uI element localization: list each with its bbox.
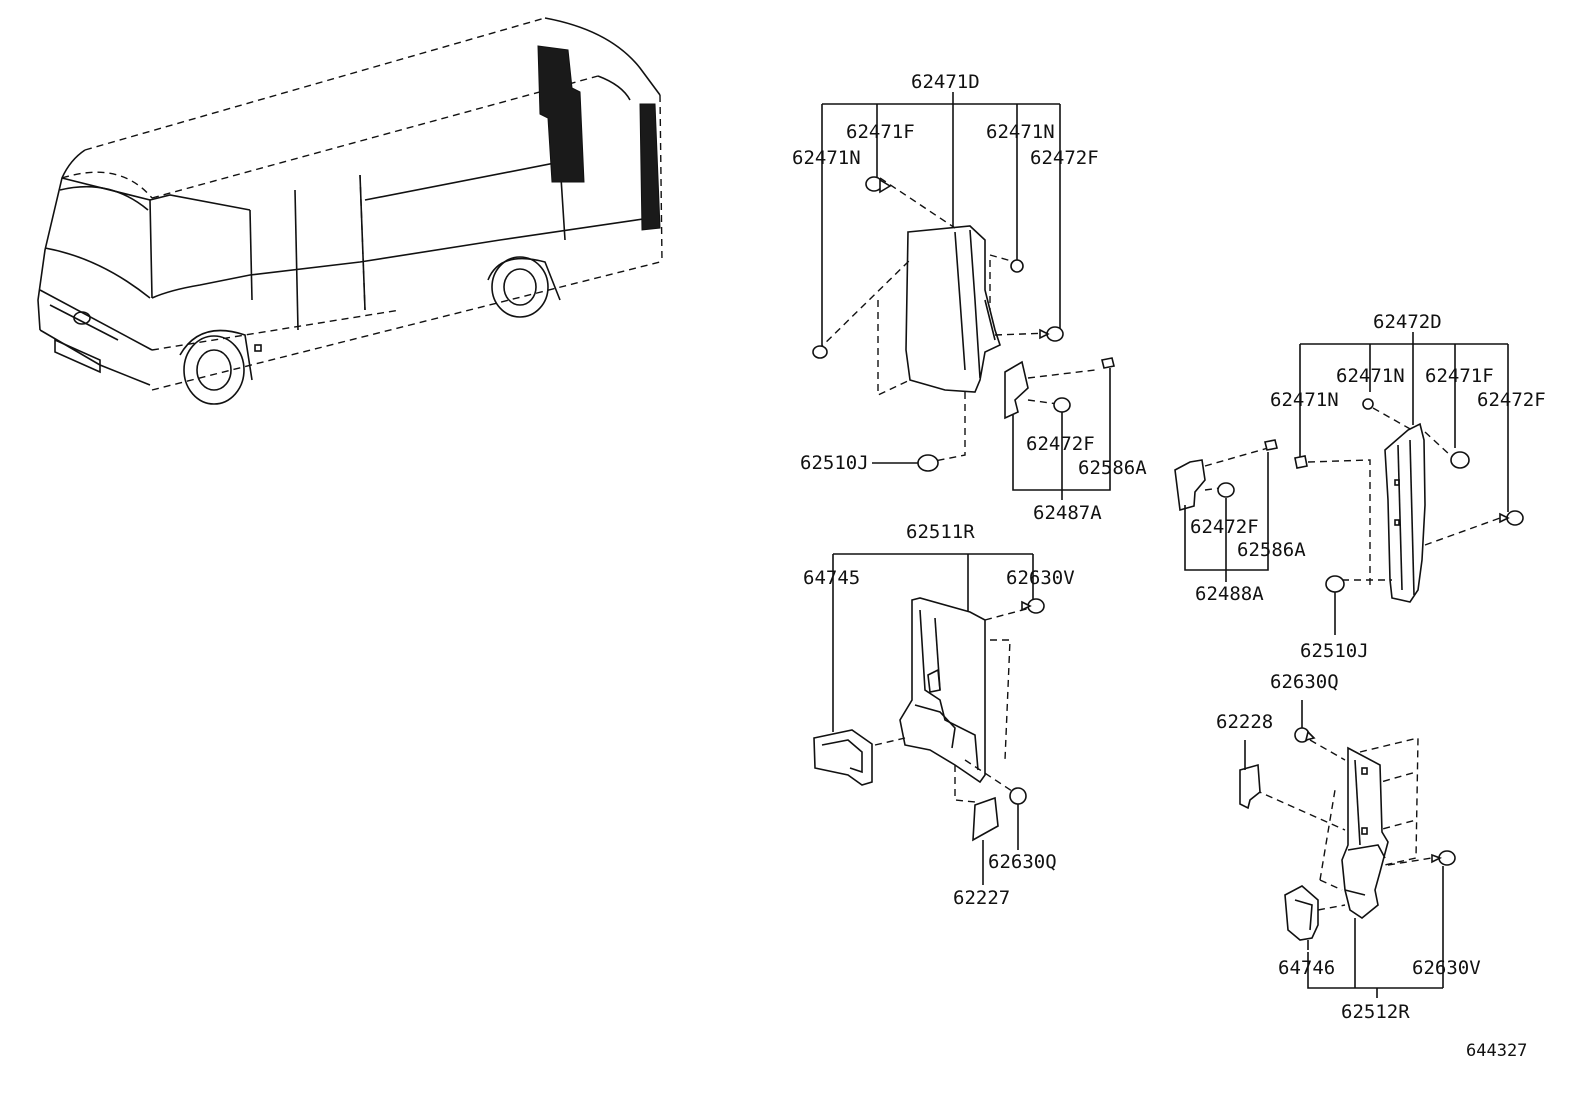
clip-62472F-a	[1039, 326, 1064, 342]
clip-62586A-a	[1101, 357, 1115, 369]
clip-62630V-b	[1431, 850, 1456, 866]
label-62472F-a: 62472F	[1030, 147, 1099, 169]
clip-cover-62488A	[1174, 459, 1206, 512]
label-62472F-b: 62472F	[1026, 433, 1095, 455]
quarter-trim-62512R	[1341, 746, 1389, 919]
clip-62472F-d	[1217, 482, 1235, 498]
clip-cover-62487A	[1004, 360, 1029, 420]
label-62471N-a: 62471N	[986, 121, 1055, 143]
pillar-trim-highlight-1	[537, 45, 585, 183]
label-62472F-c: 62472F	[1477, 389, 1546, 411]
label-62471N-d: 62471N	[1270, 389, 1339, 411]
label-62472D: 62472D	[1373, 311, 1442, 333]
group-62471D	[812, 92, 1115, 500]
label-62630V-a: 62630V	[1006, 567, 1075, 589]
vehicle-illustration	[37, 17, 663, 405]
label-62487A: 62487A	[1033, 502, 1102, 524]
label-62510J-a: 62510J	[800, 452, 869, 474]
part-labels: 62471D 62471F 62471N 62471N 62472F 62472…	[792, 71, 1546, 1061]
pillar-garnish-62471D	[905, 225, 1001, 393]
clip-62471N-d	[1294, 455, 1308, 469]
pillar-garnish-62472D	[1384, 422, 1426, 603]
clip-62586A-b	[1264, 439, 1278, 451]
label-62228: 62228	[1216, 711, 1273, 733]
label-62488A: 62488A	[1195, 583, 1264, 605]
clip-62471N-a	[812, 345, 828, 359]
label-64746: 64746	[1278, 957, 1335, 979]
group-62511R	[813, 553, 1045, 885]
cover-64745	[813, 729, 873, 786]
clip-62630V-a	[1021, 598, 1045, 614]
quarter-trim-62511R	[899, 597, 986, 784]
label-62471F-b: 62471F	[1425, 365, 1494, 387]
cover-64746	[1284, 885, 1319, 941]
clip-62472F-b	[1053, 397, 1071, 413]
label-62586A-a: 62586A	[1078, 457, 1147, 479]
clip-62471N-b	[1010, 259, 1024, 273]
label-62630Q-b: 62630Q	[1270, 671, 1339, 693]
label-62471F-a: 62471F	[846, 121, 915, 143]
label-62630Q-a: 62630Q	[988, 851, 1057, 873]
label-62586A-b: 62586A	[1237, 539, 1306, 561]
label-62227: 62227	[953, 887, 1010, 909]
bracket-62227	[972, 796, 999, 842]
pillar-trim-highlight-2	[639, 103, 661, 231]
label-62471N-c: 62471N	[1336, 365, 1405, 387]
label-62472F-d: 62472F	[1190, 516, 1259, 538]
group-62512R	[1239, 700, 1456, 998]
clip-62471F-a	[865, 176, 892, 194]
bracket-62228	[1239, 763, 1261, 810]
clip-62630Q-a	[1009, 787, 1027, 805]
label-62471N-b: 62471N	[792, 147, 861, 169]
label-62511R: 62511R	[906, 521, 975, 543]
label-62471D: 62471D	[911, 71, 980, 93]
label-62630V-b: 62630V	[1412, 957, 1481, 979]
clip-62471F-b	[1450, 451, 1470, 469]
plug-62510J-a	[872, 454, 939, 472]
group-62472D	[1174, 332, 1524, 635]
label-64745: 64745	[803, 567, 860, 589]
label-62510J-b: 62510J	[1300, 640, 1369, 662]
reference-code: 644327	[1466, 1041, 1527, 1061]
clip-62471N-c	[1362, 398, 1374, 410]
clip-62472F-c	[1499, 510, 1524, 526]
plug-62510J-b	[1325, 575, 1345, 635]
label-62512R: 62512R	[1341, 1001, 1410, 1023]
